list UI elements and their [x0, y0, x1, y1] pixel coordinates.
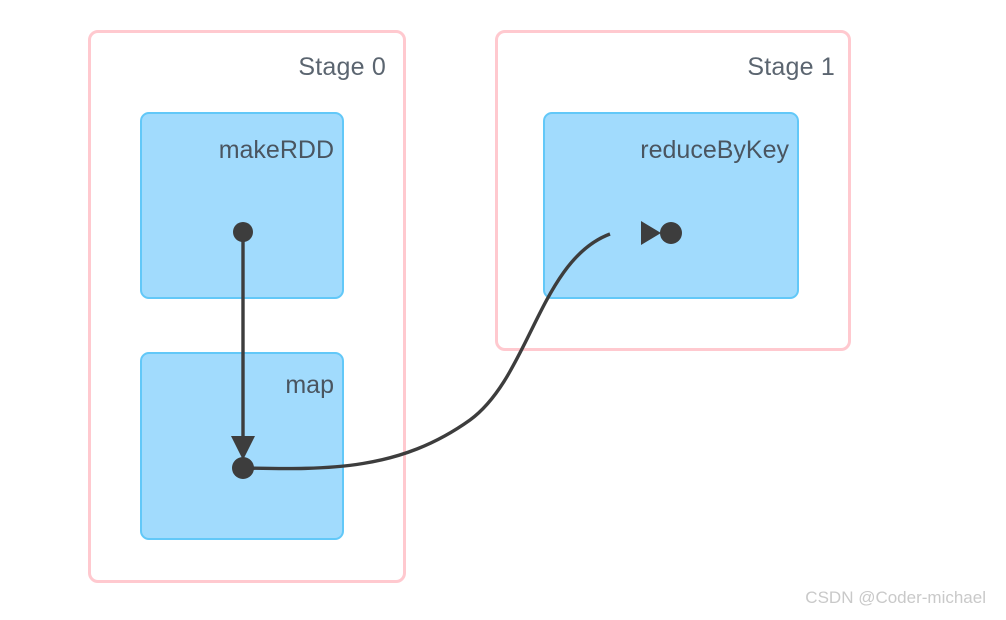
rdd-node-label-map: map [285, 371, 334, 399]
stage-label-stage-0: Stage 0 [298, 53, 386, 81]
stage-label-stage-1: Stage 1 [747, 53, 835, 81]
stage-container-stage-1 [495, 30, 851, 351]
watermark-text: CSDN @Coder-michael [805, 588, 986, 607]
rdd-node-label-makerdd: makeRDD [218, 136, 334, 164]
rdd-node-label-reducebykey: reduceByKey [640, 136, 789, 164]
